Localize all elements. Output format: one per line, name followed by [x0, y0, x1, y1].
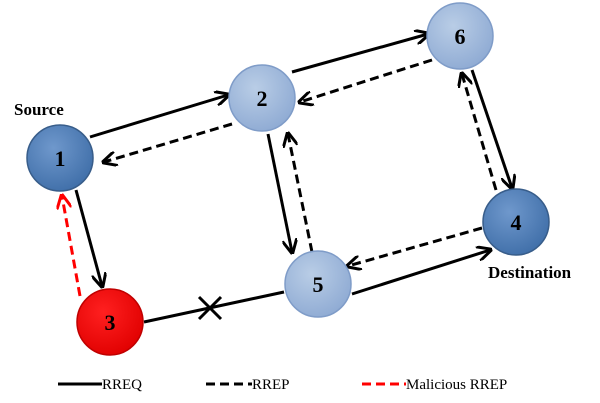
node-2: 2 [228, 64, 296, 132]
edges-layer [62, 34, 512, 324]
node-6-circle [426, 2, 494, 70]
node-4: 4 [482, 188, 550, 256]
node-4-circle [482, 188, 550, 256]
nodes-layer: 1 2 3 4 5 6 [26, 2, 550, 356]
node-1-circle [26, 124, 94, 192]
legend-rrep-label: RREP [252, 377, 290, 393]
edge-6-to-2 [300, 58, 433, 102]
edge-4-to-6 [462, 74, 498, 191]
node-1-label: 1 [55, 146, 66, 171]
edge-2-to-6 [291, 34, 428, 74]
broken-link-marker [197, 295, 223, 321]
legend-item-rrep: RREP [206, 377, 290, 393]
legend-item-malicious: Malicious RREP [362, 377, 507, 393]
edge-2-to-1 [104, 122, 233, 162]
node-5-circle [284, 250, 352, 318]
edge-4-to-5 [348, 226, 483, 266]
edge-1-to-3 [74, 189, 102, 286]
node-1: 1 [26, 124, 94, 192]
legend-rreq-label: RREQ [102, 377, 142, 393]
edge-1-to-2 [89, 95, 228, 139]
destination-label: Destination [488, 263, 572, 282]
node-2-label: 2 [257, 86, 268, 111]
node-3: 3 [76, 288, 144, 356]
edge-3-to-1 [62, 196, 82, 297]
legend-item-rreq: RREQ [58, 377, 142, 393]
edge-5-to-2 [288, 134, 314, 253]
broken-link-cross-stroke [197, 295, 223, 321]
edge-5-to-4 [351, 250, 490, 296]
node-6-label: 6 [455, 24, 466, 49]
node-5-label: 5 [313, 272, 324, 297]
edge-6-to-4 [470, 69, 512, 188]
node-3-label: 3 [105, 310, 116, 335]
source-label: Source [14, 100, 64, 119]
edge-3-to-5 [143, 290, 285, 324]
node-4-label: 4 [511, 210, 522, 235]
legend: RREQ RREP Malicious RREP [58, 377, 507, 393]
node-3-circle [76, 288, 144, 356]
legend-malicious-label: Malicious RREP [406, 377, 507, 393]
edge-2-to-5 [266, 133, 292, 252]
node-6: 6 [426, 2, 494, 70]
node-2-circle [228, 64, 296, 132]
node-5: 5 [284, 250, 352, 318]
